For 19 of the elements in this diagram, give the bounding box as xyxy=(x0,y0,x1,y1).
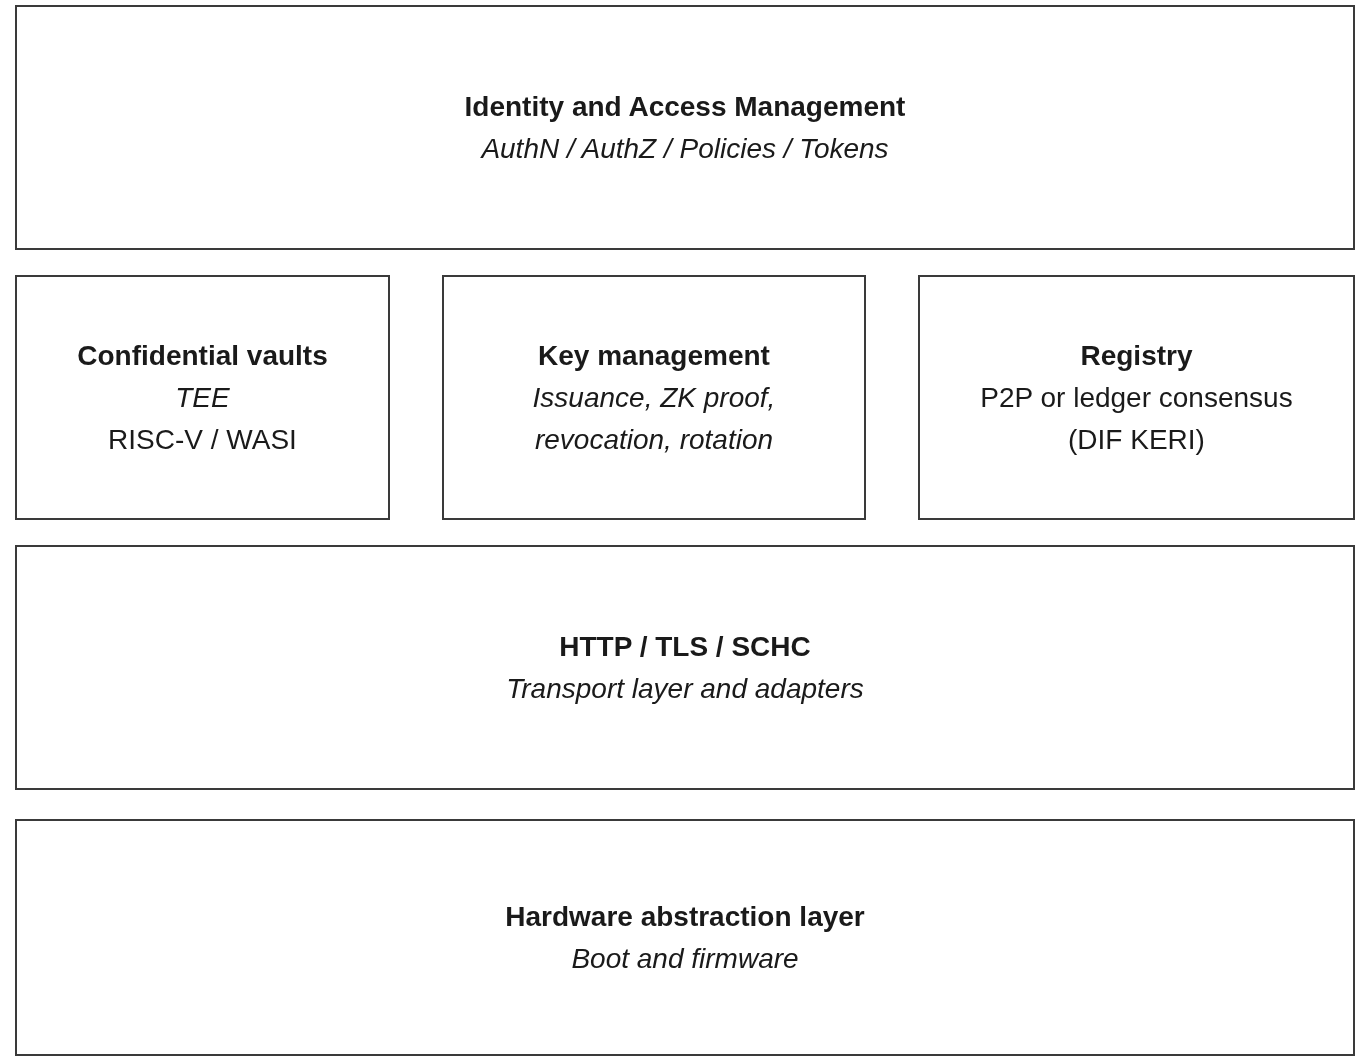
layer-box xyxy=(15,819,1355,1056)
layer-title: Identity and Access Management xyxy=(464,89,906,124)
layer-title: Registry xyxy=(1080,338,1193,373)
layer-title: Key management xyxy=(538,338,770,373)
layer-title: HTTP / TLS / SCHC xyxy=(559,629,811,664)
layer-description: Boot and firmware xyxy=(571,941,799,976)
layer-description: AuthN / AuthZ / Policies / Tokens xyxy=(481,131,889,166)
layer-description: Issuance, ZK proof, revocation, rotation xyxy=(531,380,777,457)
layer-box xyxy=(918,275,1355,520)
layer-box xyxy=(15,275,390,520)
layer-description: P2P or ledger consensus (DIF KERI) xyxy=(979,380,1294,457)
layer-description: TEE xyxy=(175,380,230,415)
layer-description: RISC-V / WASI xyxy=(108,422,297,457)
layer-box xyxy=(15,5,1355,250)
layer-title: Confidential vaults xyxy=(77,338,328,373)
layer-title: Hardware abstraction layer xyxy=(505,899,865,934)
layer-description: Transport layer and adapters xyxy=(506,671,864,706)
layer-box xyxy=(15,545,1355,790)
layer-box xyxy=(442,275,866,520)
